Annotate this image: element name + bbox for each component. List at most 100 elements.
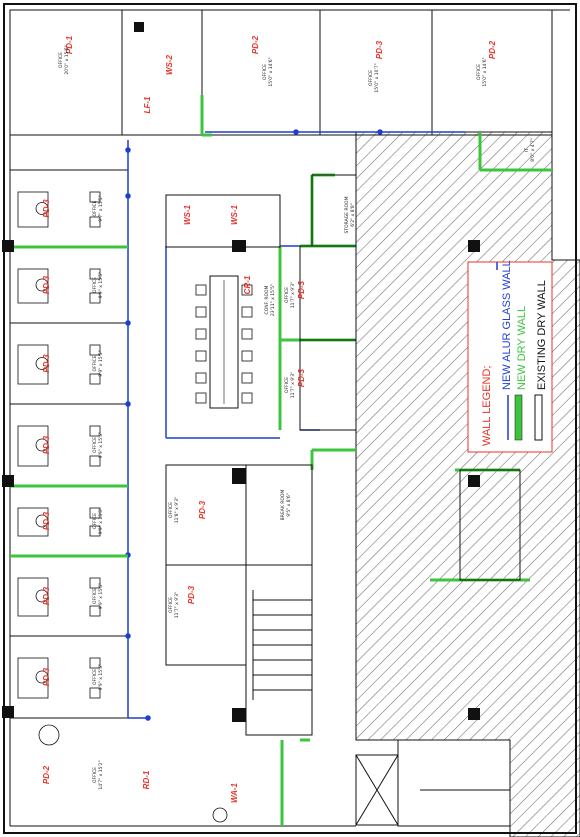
left-office-4-dims: 9'9" x 15'5" bbox=[98, 508, 104, 534]
guest-chair bbox=[89, 292, 101, 304]
tag-left-6: PD-3 bbox=[42, 667, 51, 686]
left-office-0-name: OFFICE bbox=[92, 200, 98, 216]
bottom-left-office-dims: 14'7" x 15'2" bbox=[98, 760, 104, 789]
top-office-5-dims: 15'0" x 14'6" bbox=[482, 57, 488, 86]
center-office-1-name: OFFICE bbox=[284, 377, 290, 393]
legend-glass-wall: NEW ALUR GLASS WALL bbox=[501, 260, 513, 390]
conf-chair bbox=[241, 306, 253, 318]
chair bbox=[35, 670, 49, 684]
tag-lower-0: PD-3 bbox=[198, 500, 207, 519]
left-office-6-name: OFFICE bbox=[92, 669, 98, 685]
guest-chair bbox=[89, 577, 101, 589]
chair bbox=[35, 357, 49, 370]
tag-waiting: WA-1 bbox=[230, 782, 239, 803]
round-table bbox=[38, 724, 60, 746]
lower-office-1-name: OFFICE bbox=[168, 597, 174, 613]
left-office-4 bbox=[9, 485, 129, 557]
left-office-2 bbox=[9, 322, 129, 405]
conf-chair bbox=[241, 284, 253, 296]
waiting-table bbox=[212, 807, 228, 823]
lower-office-1-dims: 11'7" x 9'3" bbox=[174, 592, 180, 618]
conf-chair bbox=[195, 284, 207, 296]
conf-chair bbox=[195, 372, 207, 384]
tag-ws-right: WS-1 bbox=[230, 204, 239, 225]
tag-left-2: PD-3 bbox=[42, 354, 51, 373]
lower-office-0-name: OFFICE bbox=[168, 502, 174, 518]
center-office-0-dims: 11'7" x 9'3" bbox=[290, 282, 296, 308]
lower-office-0-dims: 11'8" x 9'3" bbox=[174, 497, 180, 523]
center-office-1-dims: 11'7" x 9'3" bbox=[290, 372, 296, 398]
top-office-5-name: OFFICE bbox=[476, 64, 482, 80]
tag-top-0: PD-1 bbox=[65, 35, 74, 54]
left-office-0 bbox=[9, 169, 129, 248]
conf-chair bbox=[195, 350, 207, 362]
conference-room-dims: 23'11" x 15'5" bbox=[270, 284, 276, 316]
top-office-4-name: OFFICE bbox=[368, 70, 374, 86]
guest-chair bbox=[89, 657, 101, 669]
left-office-1 bbox=[9, 246, 129, 324]
glass-walls bbox=[125, 129, 465, 721]
break-room-name: BREAK ROOM bbox=[280, 490, 286, 521]
legend-dry-wall: NEW DRY WALL bbox=[516, 306, 528, 390]
wall-legend: WALL LEGEND; NEW ALUR GLASS WALL NEW DRY… bbox=[467, 260, 553, 453]
guest-chair bbox=[89, 191, 101, 203]
left-office-2-dims: 9'9" x 15'5" bbox=[98, 350, 104, 376]
guest-chair bbox=[89, 605, 101, 617]
conf-chair bbox=[195, 392, 207, 404]
guest-chair bbox=[89, 507, 101, 519]
conf-chair bbox=[241, 392, 253, 404]
conference-table bbox=[209, 275, 239, 409]
left-office-1-dims: 9'9" x 15'5" bbox=[98, 272, 104, 298]
tag-ws-left: WS-1 bbox=[183, 204, 192, 225]
left-office-6 bbox=[9, 635, 129, 719]
tag-lower-1: PD-3 bbox=[187, 585, 196, 604]
left-office-0-dims: 9'7" x 15'5" bbox=[98, 195, 104, 221]
guest-chair bbox=[89, 268, 101, 280]
left-office-3-dims: 9'9" x 15'5" bbox=[98, 432, 104, 458]
conf-chair bbox=[195, 306, 207, 318]
structural-columns bbox=[2, 22, 480, 722]
conference-chairs bbox=[195, 284, 253, 404]
tag-top-2: LF-1 bbox=[143, 96, 152, 113]
tag-left-0: PD-3 bbox=[42, 199, 51, 218]
guest-chair bbox=[89, 687, 101, 699]
left-office-3-name: OFFICE bbox=[92, 437, 98, 453]
tag-top-1: WS-2 bbox=[165, 54, 174, 75]
chair bbox=[35, 278, 49, 292]
center-office-0-name: OFFICE bbox=[284, 287, 290, 303]
interior-walls bbox=[165, 174, 521, 827]
guest-chair bbox=[89, 455, 101, 467]
guest-chair bbox=[89, 216, 101, 228]
guest-chair bbox=[89, 425, 101, 437]
tag-left-1: PD-3 bbox=[42, 275, 51, 294]
left-office-5-name: OFFICE bbox=[92, 588, 98, 604]
top-office-0-name: OFFICE bbox=[58, 52, 64, 68]
tag-left-3: PD-3 bbox=[42, 435, 51, 454]
it-room-name: IT bbox=[524, 148, 530, 152]
left-office-2-name: OFFICE bbox=[92, 355, 98, 371]
top-office-row bbox=[9, 9, 553, 136]
bottom-left-office-name: OFFICE bbox=[92, 767, 98, 783]
left-office-column bbox=[9, 169, 129, 719]
top-office-3-name: OFFICE bbox=[262, 64, 268, 80]
tag-center-0: PD-3 bbox=[297, 280, 306, 299]
tag-top-4: PD-3 bbox=[375, 40, 384, 59]
left-office-1-name: OFFICE bbox=[92, 277, 98, 293]
chair bbox=[35, 589, 49, 603]
tag-bottom-left: PD-2 bbox=[42, 765, 51, 784]
tag-left-5: PD-3 bbox=[42, 586, 51, 605]
chair bbox=[35, 514, 49, 528]
left-office-4-name: OFFICE bbox=[92, 513, 98, 529]
guest-chair bbox=[89, 344, 101, 356]
tag-conference: CR-1 bbox=[243, 275, 252, 294]
tag-left-4: PD-3 bbox=[42, 511, 51, 530]
conf-chair bbox=[241, 350, 253, 362]
conf-chair bbox=[241, 328, 253, 340]
tag-top-3: PD-2 bbox=[251, 35, 260, 54]
top-office-3-dims: 15'0" x 14'6" bbox=[268, 57, 274, 86]
guest-chair bbox=[89, 373, 101, 385]
top-office-0-dims: 20'0" x 15'8" bbox=[64, 45, 70, 74]
legend-existing-wall: EXISTING DRY WALL bbox=[536, 280, 548, 390]
break-room-dims: 9'5" x 8'6" bbox=[286, 493, 292, 517]
